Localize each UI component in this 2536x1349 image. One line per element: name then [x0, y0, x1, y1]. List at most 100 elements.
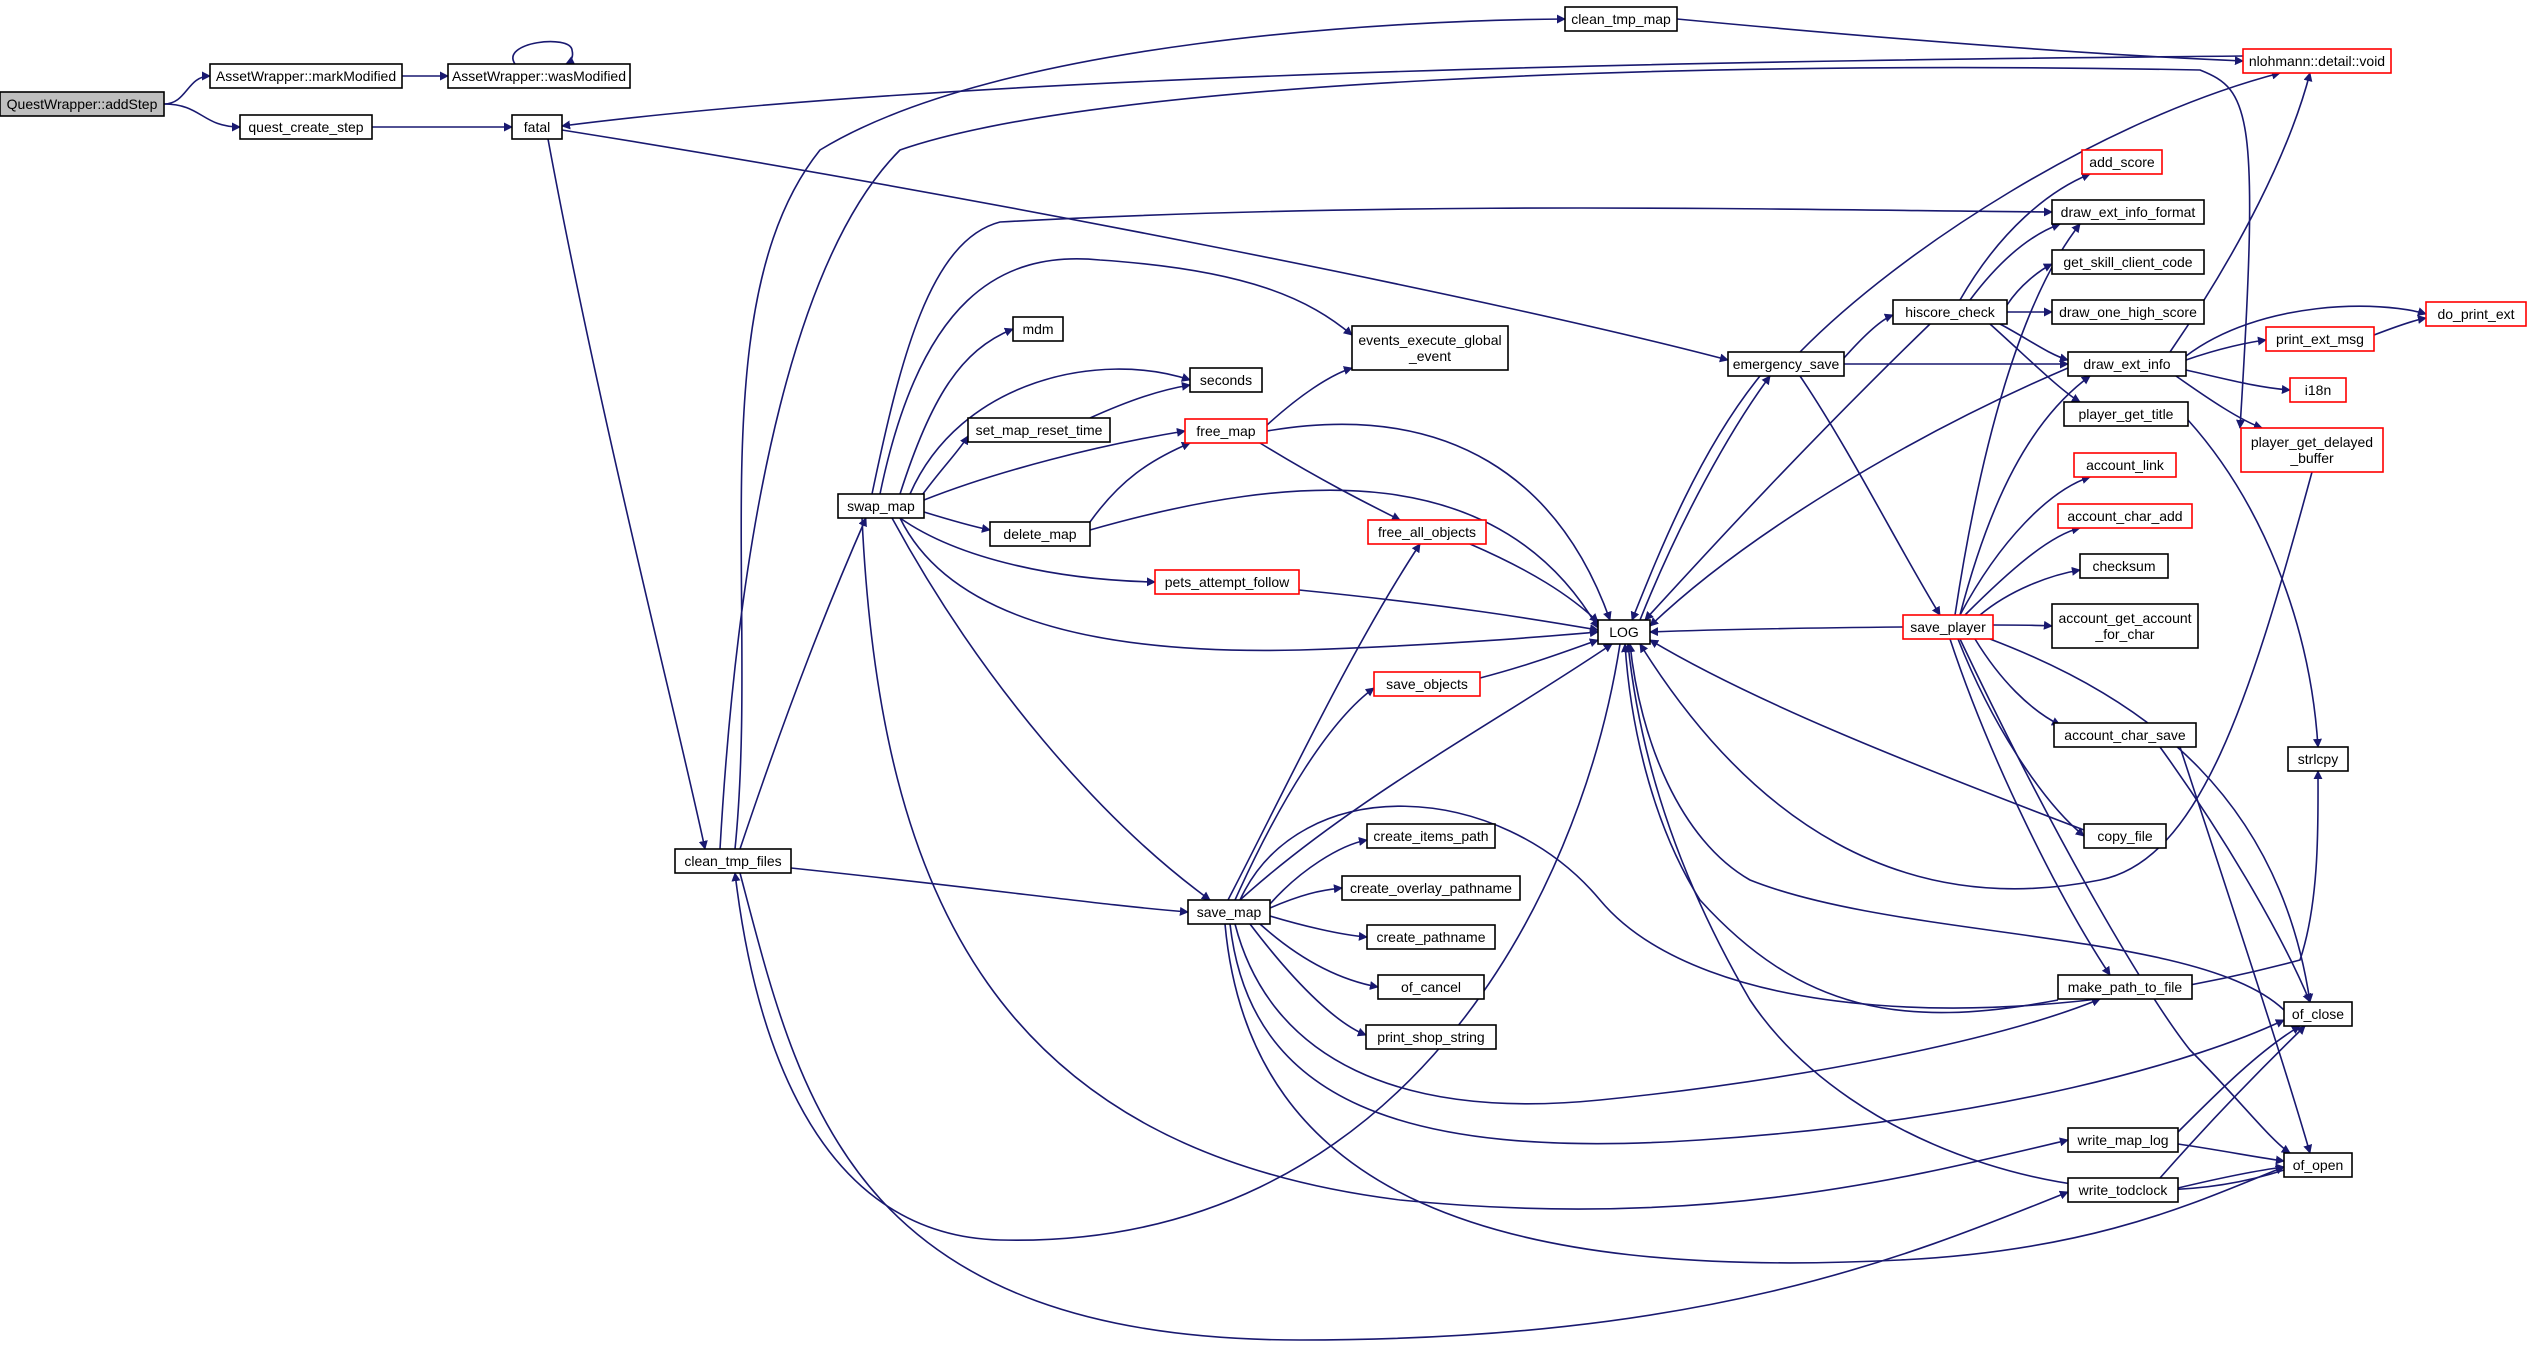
node-print-ext-msg[interactable]: print_ext_msg: [2265, 326, 2375, 352]
node-label: events_execute_global: [1358, 332, 1501, 348]
node-make-path-to-file[interactable]: make_path_to_file: [2057, 974, 2193, 1000]
node-label: LOG: [1609, 624, 1639, 640]
node-fatal[interactable]: fatal: [511, 114, 563, 140]
edge-write_map_log-to-of_open: [2177, 1143, 2285, 1165]
node-label: account_link: [2086, 457, 2165, 473]
node-box: [2283, 1152, 2353, 1178]
node-swap-map[interactable]: swap_map: [837, 493, 925, 519]
edge-emergency_save-to-log: [1630, 375, 1761, 621]
node-label: get_skill_client_code: [2063, 254, 2192, 270]
edge-clean_tmp_files-to-save_map: [790, 867, 1189, 916]
edge-swap_map-to-set_map_reset_time: [919, 435, 969, 499]
node-label: AssetWrapper::markModified: [216, 68, 396, 84]
node-box: [1154, 569, 1300, 595]
node-player-get-delayed-buffer[interactable]: player_get_delayed_buffer: [2240, 427, 2384, 473]
node-do-print-ext[interactable]: do_print_ext: [2425, 301, 2527, 327]
node-box: [2051, 299, 2205, 325]
node-label: hiscore_check: [1905, 304, 1995, 320]
node-hiscore-check[interactable]: hiscore_check: [1892, 299, 2008, 325]
node-account-get-account-for-char[interactable]: account_get_account_for_char: [2051, 603, 2199, 649]
node-save-objects[interactable]: save_objects: [1373, 671, 1481, 697]
node-write-todclock[interactable]: write_todclock: [2067, 1177, 2179, 1203]
node-write-map-log[interactable]: write_map_log: [2067, 1127, 2179, 1153]
node-set-map-reset-time[interactable]: set_map_reset_time: [967, 417, 1111, 443]
node-box: [511, 114, 563, 140]
node-get-skill-client-code[interactable]: get_skill_client_code: [2051, 249, 2205, 275]
edge-write_todclock-to-of_close: [2159, 1025, 2306, 1179]
node-account-char-save[interactable]: account_char_save: [2053, 722, 2197, 748]
edge-save_player-to-of_open: [1959, 638, 2291, 1154]
node-nlohmann-void[interactable]: nlohmann::detail::void: [2242, 48, 2392, 74]
node-create-pathname[interactable]: create_pathname: [1366, 924, 1496, 950]
edge-hiscore_check-to-player_get_title: [1989, 323, 2081, 403]
edge-draw_ext_info-to-print_ext_msg: [2185, 336, 2267, 361]
node-box: [2289, 377, 2347, 403]
node-copy-file[interactable]: copy_file: [2083, 823, 2167, 849]
node-create-overlay-pathname[interactable]: create_overlay_pathname: [1341, 875, 1521, 901]
node-draw-ext-info[interactable]: draw_ext_info: [2067, 351, 2187, 377]
node-box: [1366, 823, 1496, 849]
edge-hiscore_check-to-draw_ext_info_format: [1969, 222, 2061, 301]
node-checksum[interactable]: checksum: [2079, 553, 2169, 579]
node-label: create_overlay_pathname: [1350, 880, 1512, 896]
node-i18n[interactable]: i18n: [2289, 377, 2347, 403]
node-free-all-objects[interactable]: free_all_objects: [1367, 519, 1487, 545]
node-of-cancel[interactable]: of_cancel: [1377, 974, 1485, 1000]
edge-save_player-to-make_path_to_file: [1949, 638, 2111, 976]
node-label: fatal: [524, 119, 550, 135]
node-account-char-add[interactable]: account_char_add: [2057, 503, 2193, 529]
node-box: [1373, 671, 1481, 697]
node-label: _for_char: [2094, 626, 2154, 642]
node-pets-attempt-follow[interactable]: pets_attempt_follow: [1154, 569, 1300, 595]
node-label: make_path_to_file: [2068, 979, 2183, 995]
node-save-map[interactable]: save_map: [1187, 899, 1271, 925]
node-draw-one-high-score[interactable]: draw_one_high_score: [2051, 299, 2205, 325]
node-add-score[interactable]: add_score: [2081, 149, 2163, 175]
node-label: of_cancel: [1401, 979, 1461, 995]
edge-clean_tmp_files-to-clean_tmp_map: [734, 14, 1566, 850]
node-print-shop-string[interactable]: print_shop_string: [1365, 1024, 1497, 1050]
edge-swap_map-to-pets_attempt_follow: [899, 517, 1156, 587]
node-box: [2240, 427, 2384, 473]
node-clean-tmp-files[interactable]: clean_tmp_files: [674, 848, 792, 874]
node-create-items-path[interactable]: create_items_path: [1366, 823, 1496, 849]
node-box: [1365, 1024, 1497, 1050]
node-box: [2265, 326, 2375, 352]
edge-save_player-to-draw_ext_info: [1959, 375, 2091, 616]
node-label: strlcpy: [2298, 751, 2338, 767]
node-aw-wasmodified[interactable]: AssetWrapper::wasModified: [447, 63, 631, 89]
node-box: [2057, 974, 2193, 1000]
node-account-link[interactable]: account_link: [2073, 452, 2177, 478]
node-strlcpy[interactable]: strlcpy: [2287, 746, 2349, 772]
node-mdm[interactable]: mdm: [1012, 316, 1064, 342]
edge-player_get_title-to-strlcpy: [2187, 419, 2322, 748]
node-box: [2051, 249, 2205, 275]
node-emergency-save[interactable]: emergency_save: [1727, 351, 1845, 377]
node-log[interactable]: LOG: [1597, 619, 1651, 645]
node-box: [447, 63, 631, 89]
node-save-player[interactable]: save_player: [1902, 614, 1994, 640]
node-label: write_map_log: [2076, 1132, 2168, 1148]
edge-save_player-to-checksum: [1979, 566, 2081, 616]
node-label: player_get_delayed: [2251, 434, 2373, 450]
node-seconds[interactable]: seconds: [1189, 367, 1263, 393]
node-events-execute-global-event[interactable]: events_execute_global_event: [1351, 325, 1509, 371]
node-free-map[interactable]: free_map: [1184, 418, 1268, 444]
edge-save_map-to-create_items_path: [1269, 837, 1368, 905]
node-delete-map[interactable]: delete_map: [989, 521, 1091, 547]
node-box: [2083, 823, 2167, 849]
node-aw-markmodified[interactable]: AssetWrapper::markModified: [209, 63, 403, 89]
node-player-get-title[interactable]: player_get_title: [2063, 401, 2189, 427]
node-clean-tmp-map[interactable]: clean_tmp_map: [1564, 6, 1678, 32]
node-label: copy_file: [2097, 828, 2152, 844]
node-box: [2079, 553, 2169, 579]
edge-swap_map-to-log: [899, 517, 1599, 652]
node-of-open[interactable]: of_open: [2283, 1152, 2353, 1178]
node-quest-create-step[interactable]: quest_create_step: [239, 114, 373, 140]
node-of-close[interactable]: of_close: [2283, 1001, 2353, 1027]
edge-save_player-to-account_get_account_for_char: [1992, 620, 2053, 630]
node-box: [2067, 1177, 2179, 1203]
node-draw-ext-info-format[interactable]: draw_ext_info_format: [2051, 199, 2205, 225]
node-qw-addstep[interactable]: QuestWrapper::addStep: [0, 91, 165, 117]
